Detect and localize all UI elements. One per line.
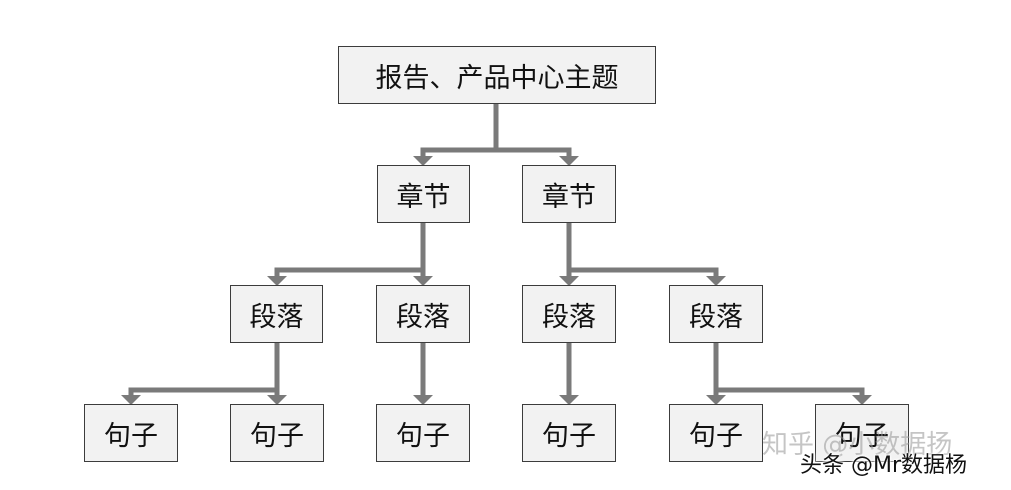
root-node: 报告、产品中心主题 <box>338 46 656 104</box>
sentence-node: 句子 <box>815 404 909 462</box>
arrow-head <box>706 276 726 286</box>
connector-chapter1-paragraphs <box>274 220 426 283</box>
connector-paragraph1-sentences <box>128 340 280 402</box>
connector-paragraph4-sentences <box>713 340 865 402</box>
paragraph-node: 段落 <box>669 285 763 343</box>
arrow-head <box>267 395 287 405</box>
sentence-node: 句子 <box>84 404 178 462</box>
toutiao-watermark: 头条 @Mr数据杨 <box>800 453 968 478</box>
sentence-node: 句子 <box>669 404 763 462</box>
connector-chapter2-paragraphs <box>566 220 719 283</box>
arrow-head <box>413 395 433 405</box>
arrow-head <box>267 276 287 286</box>
arrow-head <box>852 395 872 405</box>
arrow-head <box>559 276 579 286</box>
sentence-node: 句子 <box>376 404 470 462</box>
arrow-head <box>706 395 726 405</box>
paragraph-node: 段落 <box>522 285 616 343</box>
chapter-node: 章节 <box>377 165 470 223</box>
arrow-head <box>559 395 579 405</box>
sentence-node: 句子 <box>230 404 324 462</box>
arrow-head <box>413 276 433 286</box>
sentence-node: 句子 <box>522 404 616 462</box>
arrow-head <box>559 156 579 166</box>
arrow-head <box>121 395 141 405</box>
connector-root-chapters <box>420 101 572 163</box>
chapter-node: 章节 <box>522 165 616 223</box>
zhihu-watermark: 知乎 @小数据扬 <box>762 430 953 460</box>
arrow-head <box>413 156 433 166</box>
paragraph-node: 段落 <box>376 285 470 343</box>
paragraph-node: 段落 <box>230 285 323 343</box>
